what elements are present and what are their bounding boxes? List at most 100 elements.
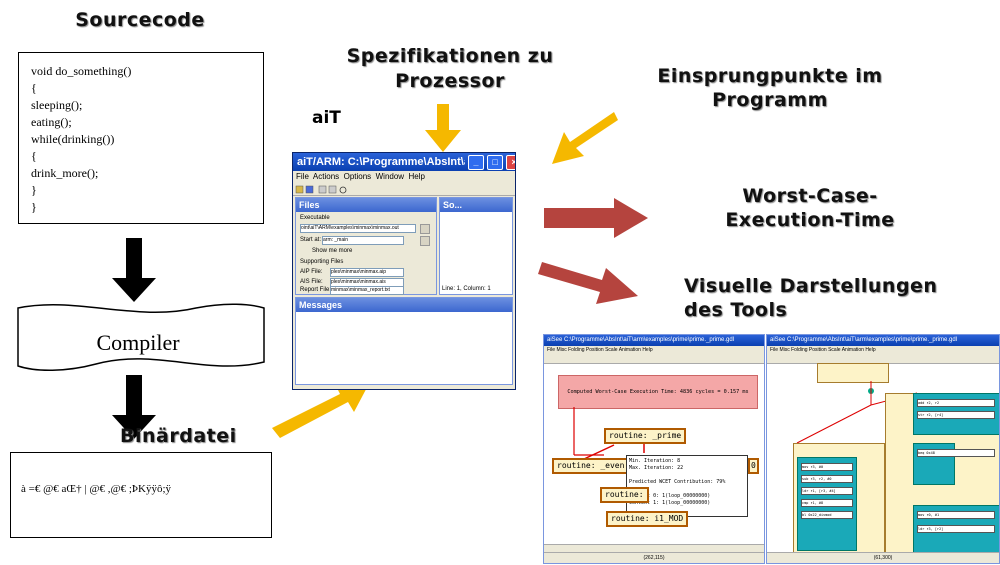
- heading-visuelle-text: Visuelle Darstellungen des Tools: [684, 275, 938, 321]
- red-arrow-icon: [544, 198, 648, 238]
- red-arrow-icon: [538, 262, 638, 304]
- ait-window-titlebar: aiT/ARM: C:\Programme\AbsInt\ai... _ □ ×: [293, 153, 515, 171]
- menu-actions[interactable]: Actions: [312, 172, 340, 181]
- executable-field[interactable]: oint\aiT\ARM\examples\minmax\minmax.out: [300, 224, 416, 233]
- visual-screenshot-cfg: aiSee C:\Programme\AbsInt\aiT\arm\exampl…: [766, 334, 1000, 564]
- code-line: {: [31, 81, 37, 95]
- executable-label: Executable: [300, 215, 330, 221]
- heading-einsprung-text: Einsprungpunkte im Programm: [657, 65, 883, 111]
- shot1-hscrollbar[interactable]: [544, 544, 764, 553]
- node-info-suffix[interactable]: 0: [748, 458, 759, 474]
- compiler-label: Compiler: [96, 330, 180, 355]
- menu-file[interactable]: File: [296, 172, 309, 181]
- cfg-cell: str r2, [r4]: [917, 411, 995, 419]
- heading-sourcecode: Sourcecode: [75, 9, 205, 31]
- ait-label: aiT: [312, 108, 341, 128]
- shot1-toolbar: [544, 354, 764, 364]
- browse-button[interactable]: [420, 224, 430, 234]
- code-line: {: [31, 149, 37, 163]
- code-line: }: [31, 183, 37, 197]
- maximize-icon[interactable]: □: [487, 154, 504, 170]
- shot1-titlebar: aiSee C:\Programme\AbsInt\aiT\arm\exampl…: [544, 335, 764, 346]
- source-panel: So... Line: 1, Column: 1: [439, 197, 513, 295]
- toolbar-icons[interactable]: [293, 184, 353, 196]
- heading-binaerdatei: Binärdatei: [120, 425, 237, 447]
- ait-window: aiT/ARM: C:\Programme\AbsInt\ai... _ □ ×…: [292, 152, 516, 390]
- shot1-menu: File Misc Folding Position Scale Animati…: [544, 346, 764, 354]
- heading-spezifikationen: Spezifikationen zu Prozessor: [300, 44, 600, 94]
- show-more-label: Show me more: [312, 248, 353, 254]
- info-line: Context 0: 1(loop_00000000): [629, 493, 711, 499]
- report-label: Report File:: [300, 287, 332, 293]
- code-line: while(drinking()): [31, 132, 115, 146]
- heading-wcet: Worst-Case-Execution-Time: [690, 184, 930, 232]
- messages-panel-title: Messages: [296, 298, 512, 312]
- cfg-cell: sub r3, r2, #0: [801, 475, 853, 483]
- compiler-shape: [17, 303, 265, 372]
- node-prime[interactable]: routine: _prime: [604, 428, 687, 444]
- down-arrow-icon: [112, 238, 156, 302]
- node-mod[interactable]: routine: i1_MOD: [606, 511, 689, 527]
- cfg-cell: bl 0x22_divmod: [801, 511, 853, 519]
- shot2-menu: File Misc Folding Position Scale Animati…: [767, 346, 999, 354]
- minimize-icon[interactable]: _: [468, 154, 485, 170]
- graph-edges: [573, 407, 645, 513]
- cfg-entry-block: [817, 363, 889, 383]
- aip-field[interactable]: ples\minmax\minmax.aip: [330, 268, 404, 277]
- shot1-status: (262,115): [544, 552, 764, 563]
- files-panel-title-text: Files: [299, 200, 320, 210]
- heading-visuelle: Visuelle Darstellungen des Tools: [684, 274, 964, 322]
- code-line: drink_more();: [31, 166, 99, 180]
- aip-label: AIP File:: [300, 269, 323, 275]
- cfg-cell: cmp r1, #8: [801, 499, 853, 507]
- ait-menubar: File Actions Options Window Help: [293, 171, 515, 183]
- menu-options[interactable]: Options: [343, 172, 372, 181]
- report-field[interactable]: minmax\minmax_report.txt: [330, 286, 404, 295]
- heading-spezifikationen-text: Spezifikationen zu Prozessor: [346, 45, 554, 92]
- code-line: void do_something(): [31, 64, 132, 78]
- yellow-arrow-icon: [272, 378, 372, 438]
- cfg-cell: beq 0x48: [917, 449, 995, 457]
- ais-label: AIS File:: [300, 279, 323, 285]
- files-panel: Files Executable oint\aiT\ARM\examples\m…: [295, 197, 437, 295]
- code-line: }: [31, 200, 37, 214]
- ait-window-title: aiT/ARM: C:\Programme\AbsInt\ai...: [297, 156, 465, 168]
- start-select[interactable]: arm: _main: [322, 236, 404, 245]
- heading-einsprung: Einsprungpunkte im Programm: [640, 64, 900, 112]
- info-line: Context 1: 1(loop_00000000): [629, 500, 711, 506]
- start-label: Start at:: [300, 237, 322, 243]
- shot2-titlebar: aiSee C:\Programme\AbsInt\aiT\arm\exampl…: [767, 335, 999, 346]
- source-panel-title-text: So...: [443, 200, 463, 210]
- source-code-box: void do_something(){sleeping();eating();…: [18, 52, 264, 224]
- messages-panel-title-text: Messages: [299, 300, 343, 310]
- info-line: Predicted WCET Contribution: 79%: [629, 479, 726, 485]
- messages-panel: Messages: [295, 297, 513, 385]
- menu-window[interactable]: Window: [375, 172, 405, 181]
- visual-screenshot-graph: aiSee C:\Programme\AbsInt\aiT\arm\exampl…: [543, 334, 765, 564]
- cfg-cell: mov r3, #0: [801, 463, 853, 471]
- info-line: [629, 472, 745, 479]
- menu-help[interactable]: Help: [408, 172, 425, 181]
- wcet-result-box: Computed Worst-Case Execution Time: 4836…: [558, 375, 758, 409]
- info-line: Max. Iteration: 22: [629, 465, 684, 471]
- refresh-button[interactable]: [420, 236, 430, 246]
- source-status: Line: 1, Column: 1: [442, 286, 491, 292]
- code-line: sleeping();: [31, 98, 83, 112]
- binary-text: à =€ @€ aŒ† | @€ ,@€ ;ÞKÿÿô;ÿ: [21, 483, 172, 495]
- cfg-cell: add r2, r2: [917, 399, 995, 407]
- binary-box: à =€ @€ aŒ† | @€ ,@€ ;ÞKÿÿô;ÿ: [10, 452, 272, 538]
- files-panel-title: Files: [296, 198, 436, 212]
- down-arrow-icon: [112, 375, 156, 439]
- source-panel-title: So...: [440, 198, 512, 212]
- info-line: Min. Iteration: 8: [629, 458, 681, 464]
- shot2-status: (61,300): [767, 552, 999, 563]
- cfg-cell: ldr r3, [r2]: [917, 525, 995, 533]
- node-even[interactable]: routine: _even: [552, 458, 630, 474]
- node-routine-short[interactable]: routine:: [600, 487, 649, 503]
- supporting-label: Supporting Files: [300, 259, 344, 265]
- heading-wcet-text: Worst-Case-Execution-Time: [725, 185, 895, 231]
- cfg-cell: mov r0, #1: [917, 511, 995, 519]
- cfg-cell: ldr r1, [r3, #4]: [801, 487, 853, 495]
- yellow-arrow-icon: [425, 104, 461, 152]
- close-icon[interactable]: ×: [506, 154, 515, 170]
